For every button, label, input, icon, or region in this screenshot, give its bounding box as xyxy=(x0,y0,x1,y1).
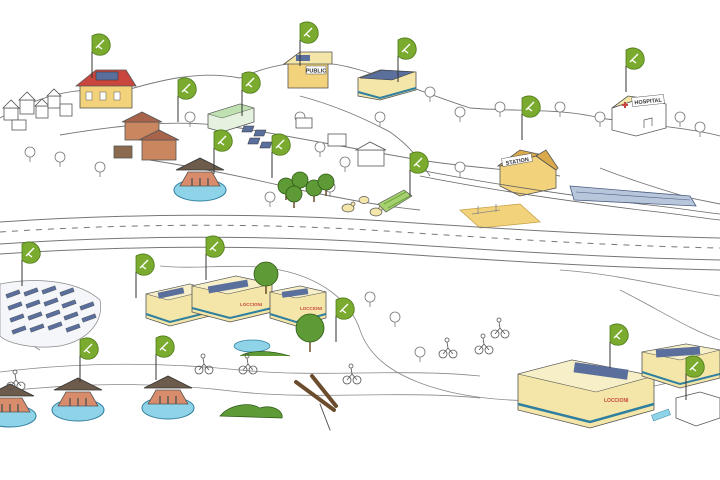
leaf-flag-icon xyxy=(521,95,541,141)
pond xyxy=(233,339,291,357)
public-sign-label: PUBLIC xyxy=(306,69,327,75)
leaf-flag-icon xyxy=(155,335,175,381)
leaf-flag-icon xyxy=(335,297,355,343)
campus-trees xyxy=(253,261,325,352)
hydro-turbine-upper xyxy=(173,157,227,202)
sculpture xyxy=(294,374,338,431)
farmhouse-with-solar-roof xyxy=(74,69,137,109)
riverside-shrub xyxy=(219,404,283,419)
leaf-flag-icon xyxy=(271,133,291,179)
station-platform xyxy=(459,203,541,229)
station-sign-label: STATION xyxy=(505,157,529,167)
train-station: STATION xyxy=(496,149,559,197)
leaf-flag-icon xyxy=(21,241,41,287)
stone-houses xyxy=(113,111,180,161)
hens xyxy=(341,196,384,217)
tree-grove-upper xyxy=(277,171,335,209)
loccioni-label-c: LOCCIONI xyxy=(604,398,629,404)
leaf-flag-icon xyxy=(79,337,99,383)
leaf-flag-icon xyxy=(409,151,429,197)
hydro-turbines-lower xyxy=(0,375,195,428)
vegetable-garden xyxy=(377,189,413,213)
leaf-flag-icon xyxy=(609,323,629,369)
loccioni-campus-right: LOCCIONI xyxy=(517,343,720,429)
loccioni-campus-center: LOCCIONI LOCCIONI xyxy=(145,275,327,327)
loccioni-label-a: LOCCIONI xyxy=(240,302,262,307)
highway xyxy=(0,214,720,271)
hospital-sign-label: HOSPITAL xyxy=(634,98,663,107)
leaf-flag-icon xyxy=(135,253,155,299)
hilltop-solar-building xyxy=(357,69,417,101)
public-building: PUBLIC xyxy=(282,51,333,89)
village-houses xyxy=(2,88,73,131)
leaf-flag-icon xyxy=(625,47,645,93)
mid-houses xyxy=(295,117,387,167)
solar-field-large xyxy=(0,280,102,348)
small-solar-field xyxy=(241,125,273,149)
train xyxy=(569,185,697,207)
hospital: HOSPITAL xyxy=(611,94,667,137)
leaf-flag-icon xyxy=(205,235,225,281)
loccioni-label-b: LOCCIONI xyxy=(300,306,322,311)
